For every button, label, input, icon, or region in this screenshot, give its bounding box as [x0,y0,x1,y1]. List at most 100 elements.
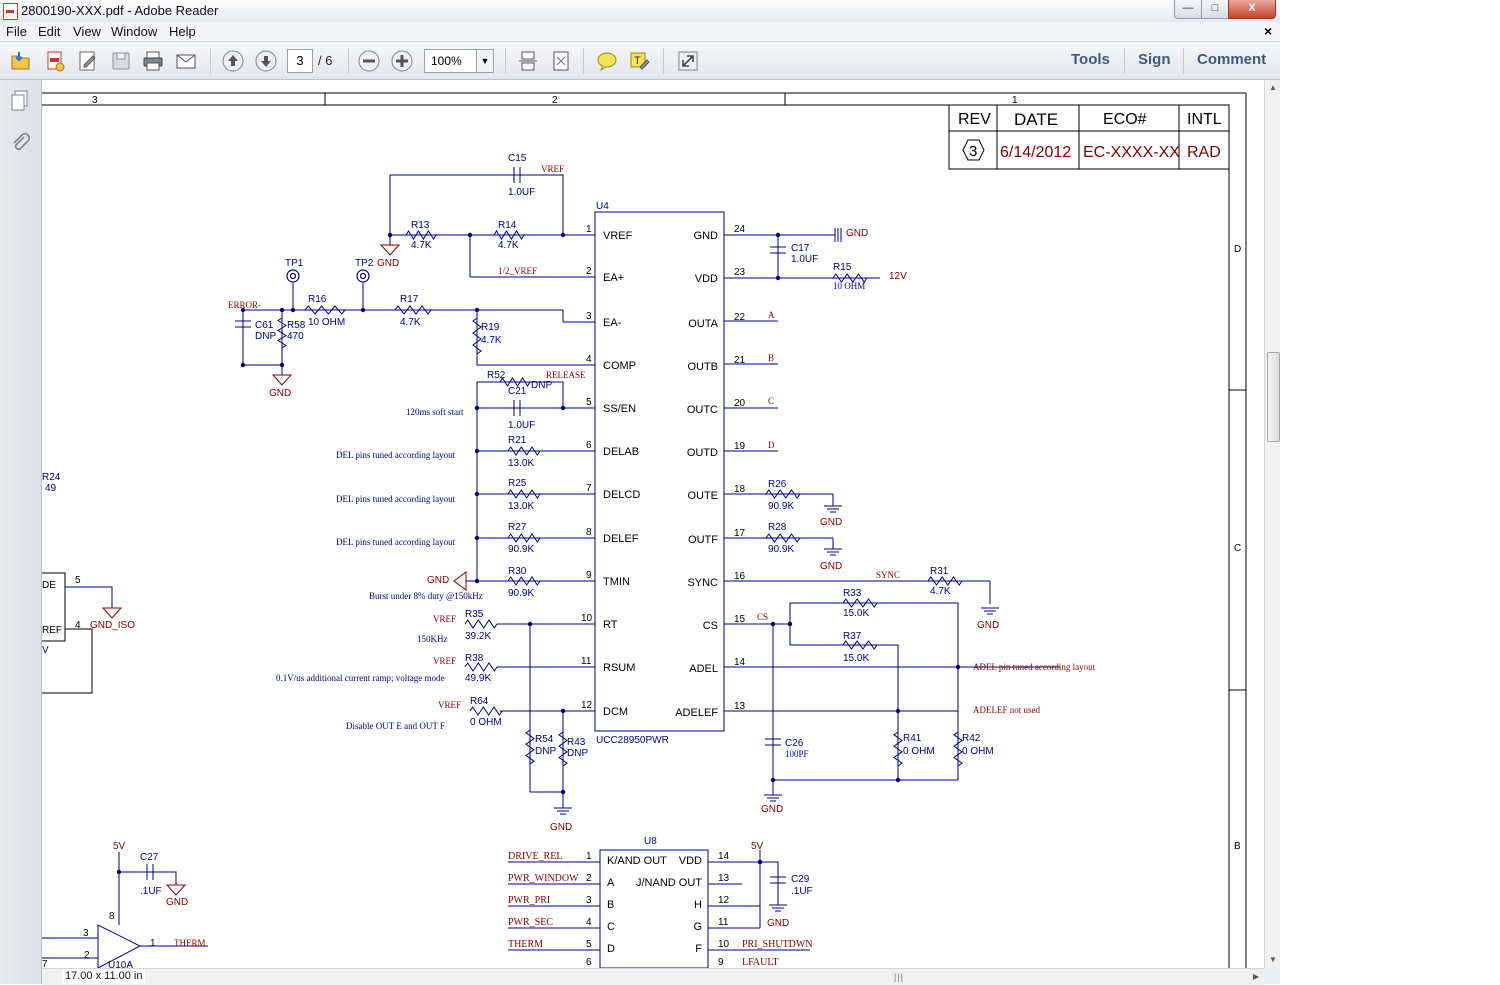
u8-net-label: LFAULT [742,957,779,968]
date-value: 6/14/2012 [1000,144,1071,161]
junction-dot [467,232,473,238]
resistor-symbol [507,533,541,543]
junction-dot [240,362,246,368]
schematic-label: VREF [433,656,456,666]
intl-value: RAD [1187,144,1221,161]
page-number-input[interactable]: 3 [287,49,313,73]
u4-pin-number: 23 [734,267,746,278]
title-bar: 2800190-XXX.pdf - Adobe Reader — □ X [0,0,1280,23]
highlight-text-icon[interactable]: T [628,49,652,73]
u8-net-label: PWR_WINDOW [508,873,579,884]
attachments-icon[interactable] [10,132,31,154]
u4-pin-number: 5 [586,397,592,408]
schematic-label: C61 [255,320,274,331]
u4-pin-name: RT [603,619,618,631]
scroll-grip[interactable]: ||| [894,972,905,982]
junction-dot [775,232,781,238]
u8-net-label: THERM [508,939,543,950]
print-icon[interactable] [141,49,165,73]
schematic-label: 10 OHM [308,317,345,328]
save-icon[interactable] [109,49,133,73]
minimize-button[interactable]: — [1174,0,1202,19]
horizontal-scrollbar[interactable]: 17.00 x 11.00 in ||| ◀ ▶ [42,968,1264,985]
scroll-down-icon[interactable]: ▼ [1269,955,1277,964]
u8-pin-number: 4 [586,917,592,928]
schematic-label: R38 [465,653,484,664]
previous-page-icon[interactable] [221,49,245,73]
u8-pin-number: 10 [718,939,730,950]
schematic-label: 0 OHM [903,746,935,757]
page-thumbnails-icon[interactable] [10,90,30,112]
schematic-label: 0.1V/us additional current ramp; voltage… [276,673,444,683]
maximize-button[interactable]: □ [1201,0,1229,19]
schematic-label: 12V [889,271,907,282]
u4-pin-number: 13 [734,701,746,712]
schematic-label: C29 [791,874,810,885]
menu-edit[interactable]: Edit [38,24,61,39]
u8-net-label: PRI_SHUTDWN [742,939,813,950]
vertical-scroll-thumb[interactable] [1267,352,1280,442]
schematic-label: 10 OHM [833,281,865,291]
u4-pin-number: 12 [581,700,593,711]
resistor-symbol [525,729,535,765]
u8-ref: U8 [644,836,657,847]
u4-pin-name: DELEF [603,533,639,545]
zoom-in-icon[interactable] [390,49,414,73]
schematic-label: R64 [470,696,489,707]
u4-pin-name: ADEL [689,663,718,675]
document-view[interactable]: 3 2 1 D C B REV DATE ECO# INTL 3 6/14/20… [42,80,1264,968]
u4-pin-number: 9 [586,570,592,581]
menu-view[interactable]: View [73,24,101,39]
close-document-icon[interactable]: × [1264,23,1273,39]
scroll-right-icon[interactable]: ▶ [1252,972,1260,981]
schematic-label: 13.0K [508,501,534,512]
tab-comment[interactable]: Comment [1197,51,1267,68]
u8-pin-name: K/AND OUT [607,855,667,867]
next-page-icon[interactable] [254,49,278,73]
fit-page-icon[interactable] [549,49,573,73]
junction-dot [474,535,480,541]
u4-pin-name: OUTC [687,404,718,416]
expand-view-icon[interactable] [676,49,700,73]
u4-pin-name: OUTD [687,447,718,459]
schematic-label: GND [377,258,399,269]
resistor-symbol [842,640,878,650]
open-file-icon[interactable] [9,49,33,73]
menu-window[interactable]: Window [111,24,158,39]
email-icon[interactable] [174,49,198,73]
edit-pdf-icon[interactable] [76,49,100,73]
u8-pin-number: 3 [586,895,592,906]
zoom-level-select[interactable]: 100% ▼ [424,49,494,73]
resistor-symbol [842,598,878,608]
schematic-label: DNP [255,331,276,342]
create-pdf-icon[interactable] [43,49,67,73]
scroll-up-icon[interactable]: ▲ [1269,83,1277,92]
menu-help[interactable]: Help [169,24,196,39]
u8-pin-number: 11 [718,917,729,928]
scrolling-mode-icon[interactable] [516,49,540,73]
vertical-scrollbar[interactable]: ▲ ▼ [1264,80,1281,968]
svg-text:T: T [634,55,641,67]
test-point-symbol [359,272,367,280]
u8-pin-number: 13 [718,873,730,884]
menu-file[interactable]: File [6,24,27,39]
u4-pin-name: OUTF [688,534,718,546]
schematic-label: 4.7K [411,240,432,251]
tab-sign[interactable]: Sign [1138,51,1171,68]
schematic-label: R14 [498,220,517,231]
u8-net-label: PWR_PRI [508,895,550,906]
resistor-symbol [464,619,498,629]
resistor-symbol [464,662,498,672]
toolbar-separator [210,48,211,74]
tab-tools[interactable]: Tools [1071,51,1110,68]
chevron-down-icon[interactable]: ▼ [476,50,493,72]
sticky-note-icon[interactable] [595,49,619,73]
close-window-button[interactable]: X [1228,0,1276,19]
junction-dot [560,708,566,714]
schematic-label: R17 [400,294,419,305]
schematic-label: DEL pins tuned according layout [336,494,456,504]
desktop-background [1280,0,1500,984]
zoom-out-icon[interactable] [357,49,381,73]
zone-right-c: C [1234,543,1241,554]
schematic-label: ADELEF not used [973,705,1040,715]
